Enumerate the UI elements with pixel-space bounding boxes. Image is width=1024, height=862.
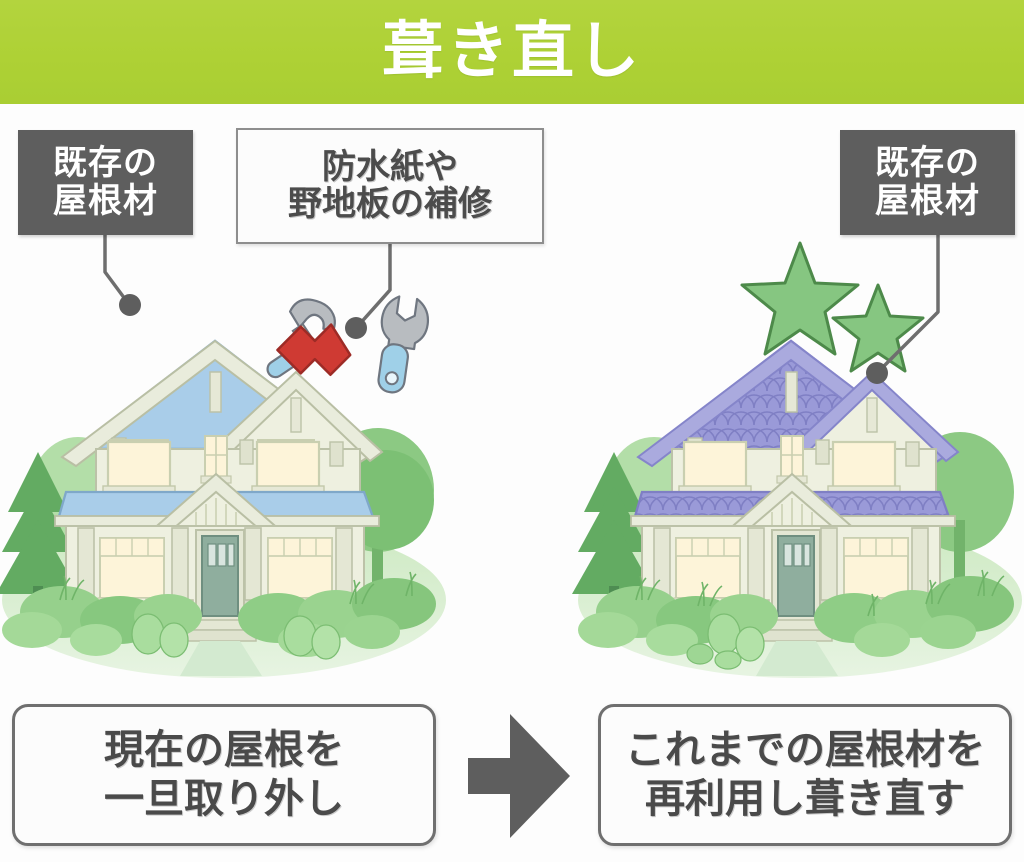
caption-line-2: 一旦取り外し <box>104 777 344 821</box>
front-door-right <box>771 529 821 623</box>
caption-line-1: これまでの屋根材を <box>625 728 985 773</box>
first-floor-windows-left <box>99 537 333 599</box>
star-icon-small <box>831 283 925 373</box>
house-before-illustration <box>0 339 446 678</box>
conifer-tree-left <box>0 452 80 612</box>
callout-line-1: 防水紙や <box>322 147 458 186</box>
callout-existing-roof-material-left: 既存の 屋根材 <box>18 130 193 235</box>
leader-dot-center <box>345 317 367 339</box>
conifer-tree-right <box>572 452 656 612</box>
header-band <box>0 0 1024 104</box>
house-after-illustration <box>572 339 1022 678</box>
shrubs-left <box>2 571 436 660</box>
porch-columns-left <box>72 527 358 623</box>
leader-dots <box>119 294 888 384</box>
leader-line-left <box>103 233 130 305</box>
arrow-right-icon <box>468 714 570 838</box>
caption-step-before: 現在の屋根を 一旦取り外し <box>12 704 436 846</box>
callout-line-1: 既存の <box>875 144 980 183</box>
front-door-left <box>195 529 245 623</box>
leader-dot-left <box>119 294 141 316</box>
page-title: 葺き直し <box>381 17 642 86</box>
caption-line-2: 再利用し葺き直す <box>645 777 965 821</box>
shrubs-right <box>578 569 1014 670</box>
second-floor-windows-right <box>678 435 901 495</box>
leader-dot-right <box>866 362 888 384</box>
background-trees-left <box>0 428 434 612</box>
stars-group <box>740 241 925 373</box>
background-trees-right <box>572 432 1014 612</box>
tools-group <box>266 295 430 394</box>
callout-line-2: 屋根材 <box>53 181 158 220</box>
leader-line-center <box>355 242 392 329</box>
first-floor-windows-right <box>675 537 909 599</box>
caption-step-after: これまでの屋根材を 再利用し葺き直す <box>598 704 1012 846</box>
callout-existing-roof-material-right: 既存の 屋根材 <box>840 130 1015 235</box>
upper-windows-left <box>109 439 315 488</box>
hammer-icon <box>266 298 336 379</box>
callout-line-2: 野地板の補修 <box>288 185 492 223</box>
caption-line-1: 現在の屋根を <box>104 728 344 773</box>
wrench-icon <box>377 295 430 394</box>
star-icon-large <box>740 241 860 356</box>
leader-line-right <box>876 233 940 374</box>
porch-columns-right <box>648 527 934 623</box>
second-floor-windows-left <box>102 435 325 495</box>
callout-line-1: 既存の <box>53 144 158 183</box>
callout-waterproof-sheathing-repair: 防水紙や 野地板の補修 <box>236 128 544 244</box>
callout-line-2: 屋根材 <box>875 181 980 220</box>
leader-lines <box>103 233 940 374</box>
arrow-down-left-icon <box>276 323 352 376</box>
